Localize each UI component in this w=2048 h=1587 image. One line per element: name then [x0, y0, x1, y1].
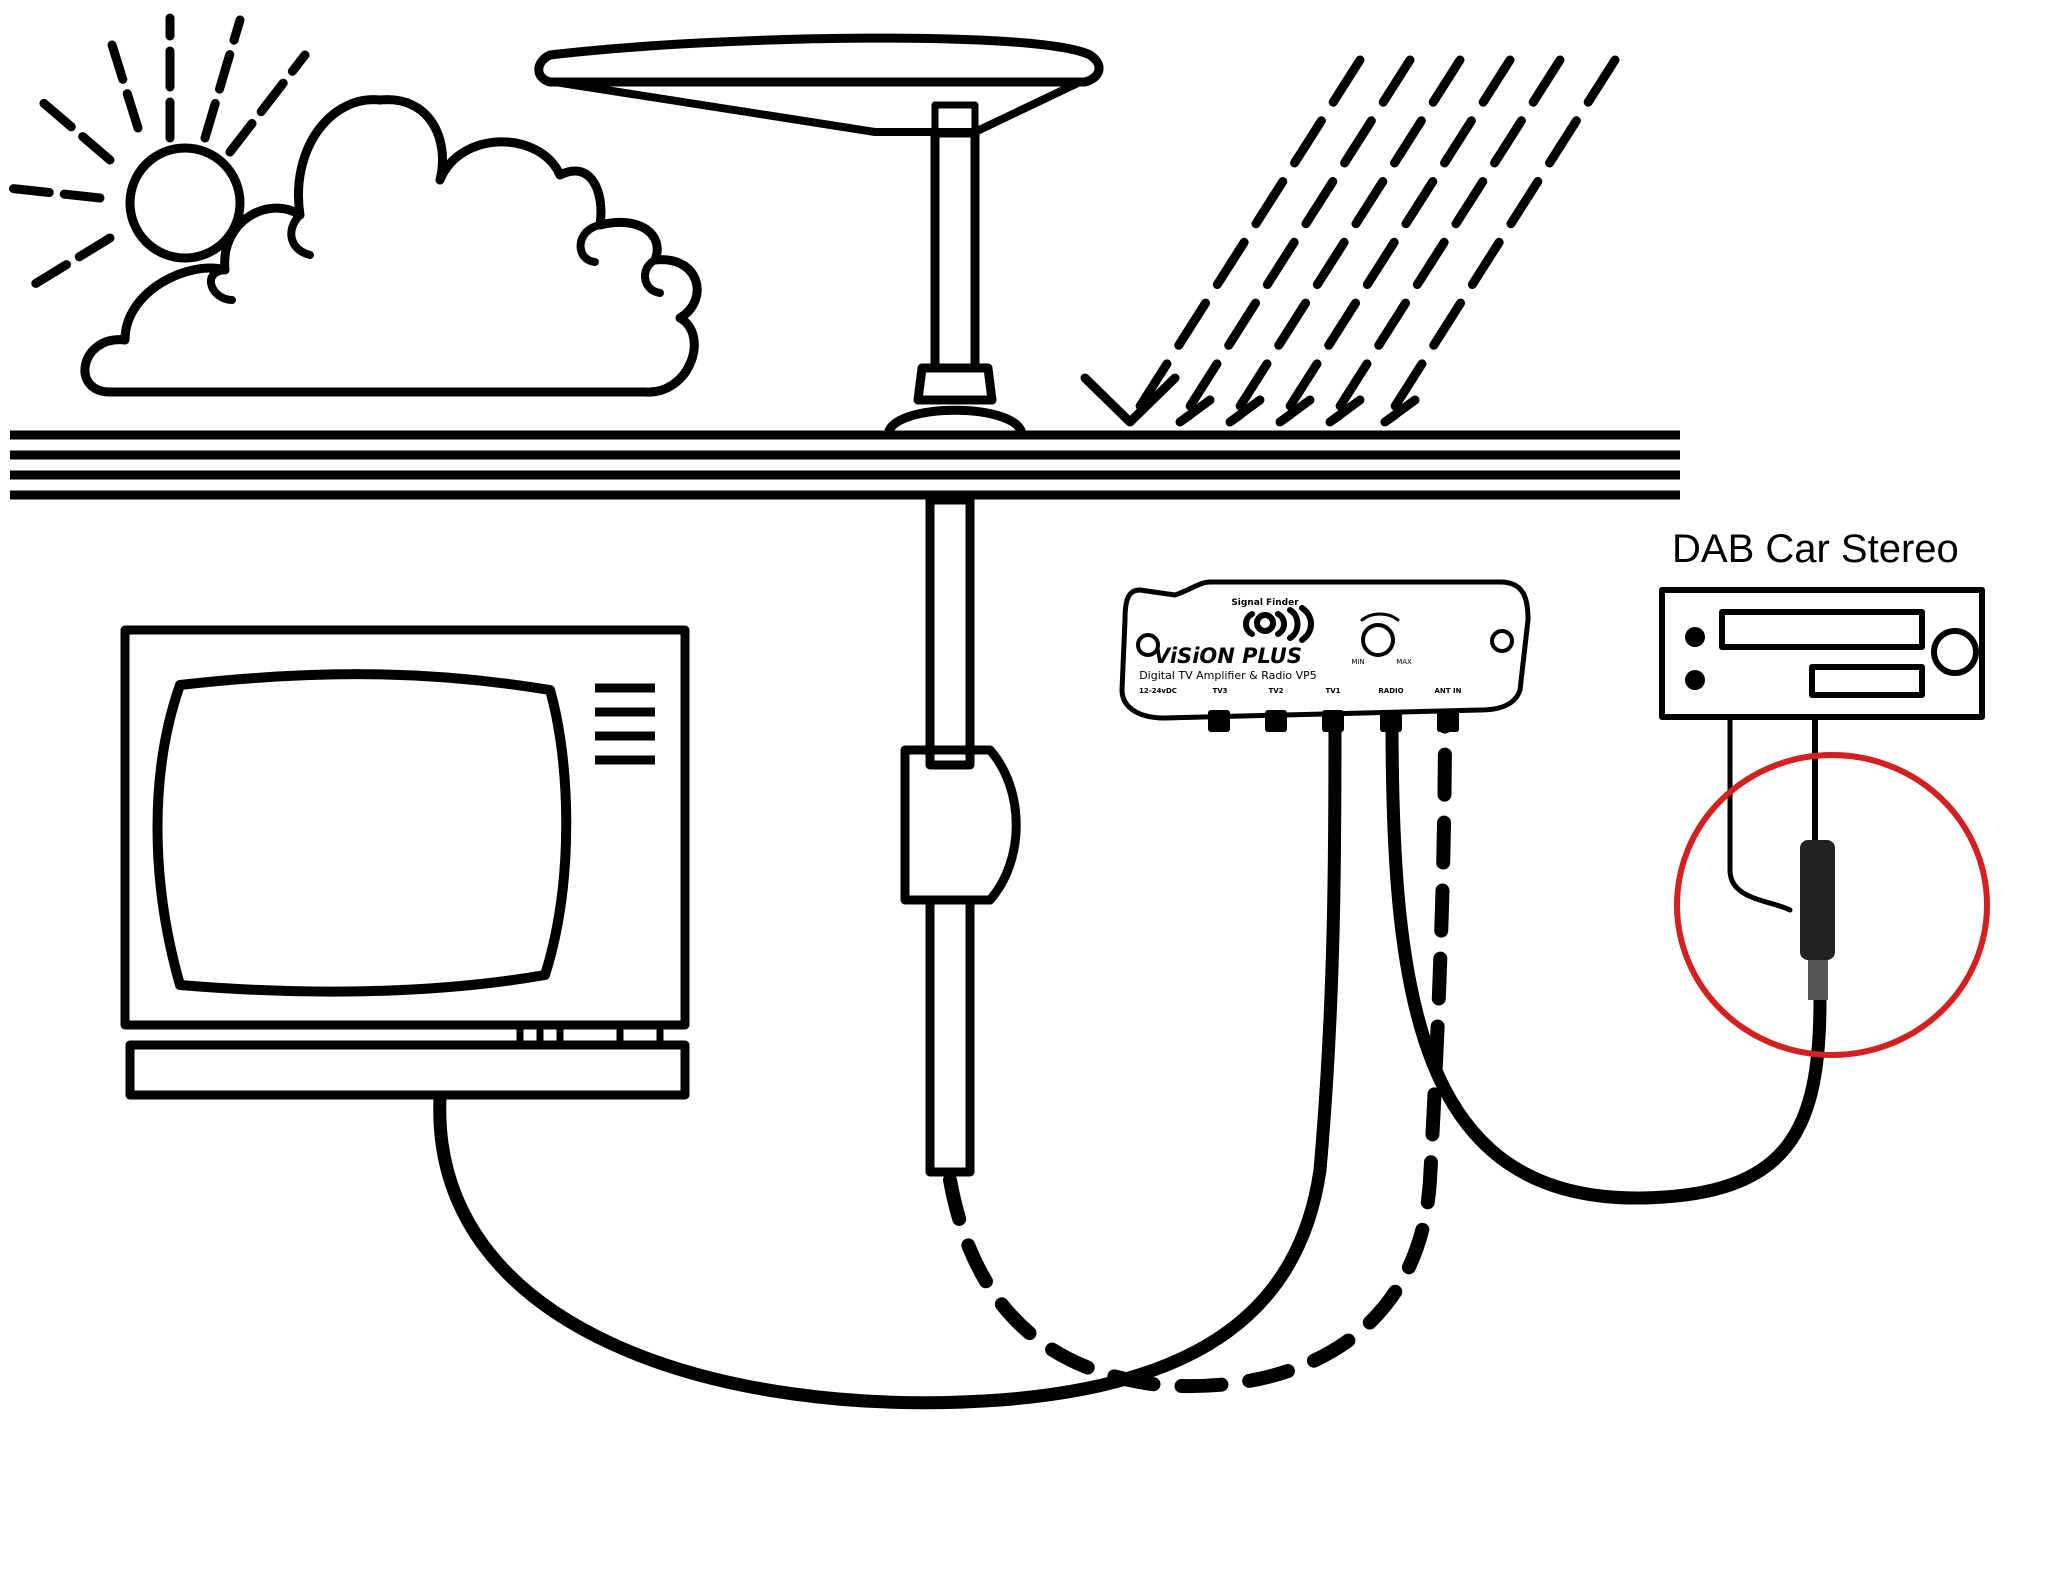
roof-panel — [10, 430, 1680, 500]
port-label-ant-in: ANT IN — [1435, 687, 1462, 695]
port-label-radio: RADIO — [1378, 687, 1403, 695]
radio-cable — [1385, 713, 1827, 1205]
amplifier-unit: Signal Finder ViSiON PLUS Digital TV Amp… — [1119, 579, 1531, 732]
port-label-tv3: TV3 — [1212, 687, 1227, 695]
rain-icon — [1080, 55, 1620, 427]
cables — [433, 713, 1835, 1410]
min-label: MIN — [1351, 658, 1364, 666]
brand-label: ViSiON PLUS — [1154, 644, 1302, 668]
cloud-fold — [576, 221, 604, 266]
signal-finder-label: Signal Finder — [1231, 598, 1299, 608]
highlight-circle — [1674, 752, 1990, 1058]
cloud-fold — [641, 256, 664, 297]
tv-icon — [120, 625, 690, 1100]
antenna-cable-housing — [900, 495, 1021, 1177]
stereo-label: DAB Car Stereo — [1672, 527, 1959, 571]
dab-splitter — [1800, 840, 1835, 960]
antenna-cable — [943, 713, 1452, 1394]
car-stereo-icon — [1659, 587, 1985, 720]
port-label-tv1: TV1 — [1325, 687, 1340, 695]
cloud-icon — [80, 95, 702, 397]
cloud-fold — [287, 211, 314, 259]
tv-cable — [433, 713, 1342, 1410]
max-label: MAX — [1396, 658, 1412, 666]
port-label-power: 12-24vDC — [1139, 687, 1177, 695]
antenna-icon — [534, 33, 1104, 440]
sun-icon — [3, 13, 310, 295]
cloud-fold — [207, 266, 236, 304]
model-label: Digital TV Amplifier & Radio VP5 — [1139, 669, 1317, 682]
port-label-tv2: TV2 — [1268, 687, 1283, 695]
signal-finder-icon — [1243, 605, 1314, 643]
